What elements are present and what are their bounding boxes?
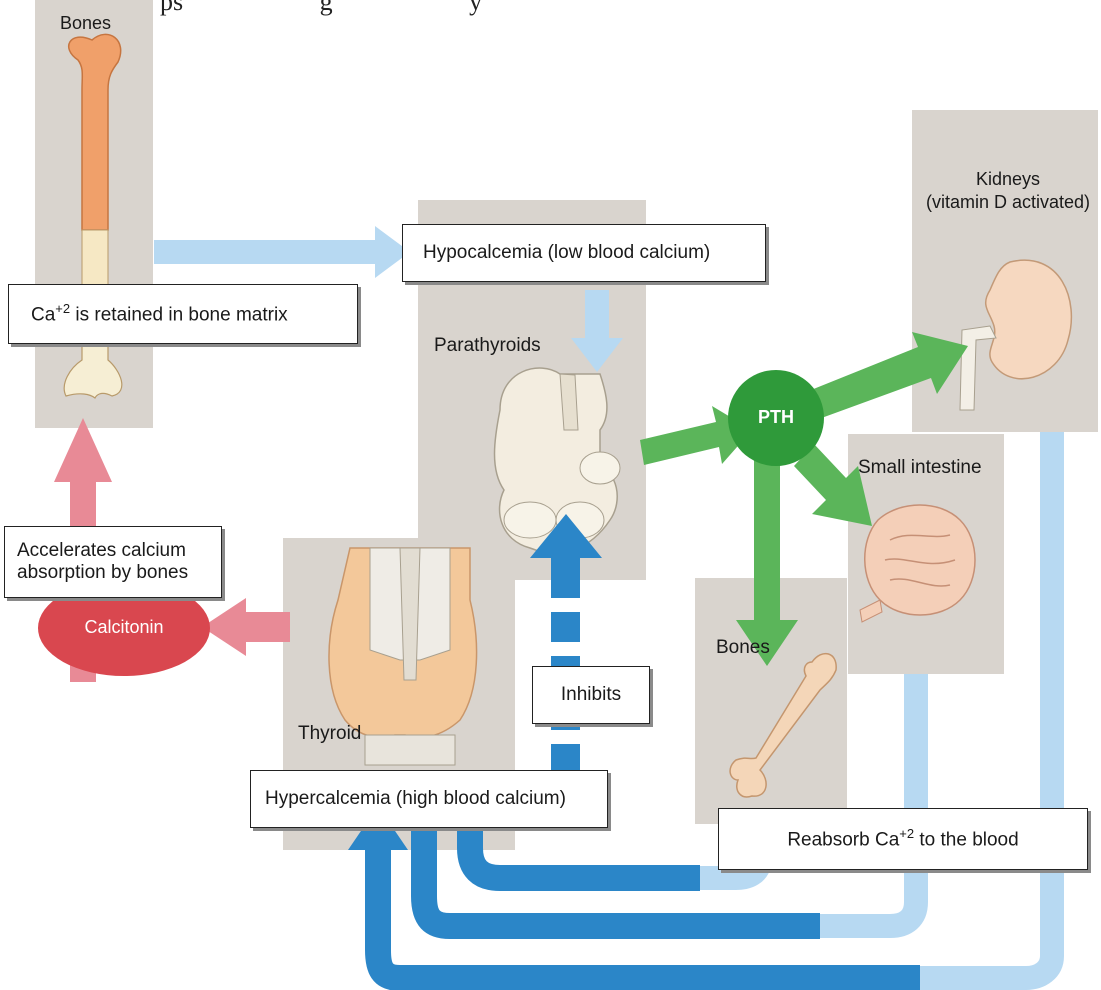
pth-to-bones-arrow — [736, 448, 798, 666]
bones-bottom-label: Bones — [716, 637, 770, 658]
accelerates-line2: absorption by bones — [17, 562, 189, 583]
bones-to-hypocalcemia-arrow — [154, 226, 410, 278]
ca-retained-post: is retained in bone matrix — [70, 304, 288, 326]
pth-to-intestine-arrow — [794, 444, 872, 526]
hypocalcemia-to-parathyroids-arrow — [571, 290, 623, 372]
parathyroids-to-pth-arrow — [640, 406, 752, 465]
kidney-image — [959, 259, 1073, 411]
intestine-return-arrow — [411, 818, 820, 939]
kidneys-return-channel-light — [900, 432, 1064, 990]
thyroid-gland-image — [328, 547, 478, 766]
ca-retained-sup: +2 — [55, 301, 71, 317]
kidneys-return-arrow — [365, 846, 920, 990]
pth-to-kidneys-arrow — [806, 332, 968, 420]
kidneys-label-line1: Kidneys — [975, 169, 1041, 189]
inhibits-box: Inhibits — [532, 666, 650, 724]
bones-top-label: Bones — [60, 13, 112, 33]
reabsorb-pre: Reabsorb Ca — [787, 829, 900, 851]
inhibits-dashed-arrow — [530, 514, 602, 770]
accelerates-box: Accelerates calcium absorption by bones — [4, 526, 222, 598]
hypercalcemia-box: Hypercalcemia (high blood calcium) — [250, 770, 608, 828]
kidneys-label: Kidneys (vitamin D activated) — [916, 168, 1100, 213]
ca-retained-pre: Ca — [31, 304, 56, 326]
calcitonin-node-shape — [38, 580, 210, 676]
kidneys-label-line2: (vitamin D activated) — [925, 191, 1091, 212]
bones-return-arrow — [457, 820, 700, 891]
small-intestine-label: Small intestine — [858, 457, 982, 478]
thyroid-label: Thyroid — [298, 723, 362, 744]
intestine-return-channel-light — [800, 674, 928, 938]
ca-retained-text: Ca+2 is retained in bone matrix — [31, 301, 288, 326]
parathyroid-gland-image — [493, 367, 621, 554]
reabsorb-sup: +2 — [899, 826, 915, 842]
parathyroids-label: Parathyroids — [434, 335, 541, 356]
hypocalcemia-text: Hypocalcemia (low blood calcium) — [423, 242, 711, 263]
pth-node-shape — [728, 370, 824, 466]
accelerates-line1: Accelerates calcium — [17, 540, 186, 561]
small-intestine-image — [859, 504, 976, 623]
calcitonin-node-label: Calcitonin — [84, 617, 164, 637]
inhibits-text: Inhibits — [560, 684, 622, 705]
ca-retained-box: Ca+2 is retained in bone matrix — [8, 284, 358, 344]
hypocalcemia-box: Hypocalcemia (low blood calcium) — [402, 224, 766, 282]
thyroid-to-calcitonin-arrow — [202, 598, 290, 656]
pth-node-label: PTH — [758, 407, 794, 427]
reabsorb-post: to the blood — [914, 829, 1019, 851]
femur-bottom-image — [729, 652, 837, 798]
reabsorb-text: Reabsorb Ca+2 to the blood — [787, 826, 1018, 851]
hypercalcemia-text: Hypercalcemia (high blood calcium) — [265, 788, 566, 809]
header-partial-text: ps g y — [160, 0, 483, 16]
reabsorb-box: Reabsorb Ca+2 to the blood — [718, 808, 1088, 870]
